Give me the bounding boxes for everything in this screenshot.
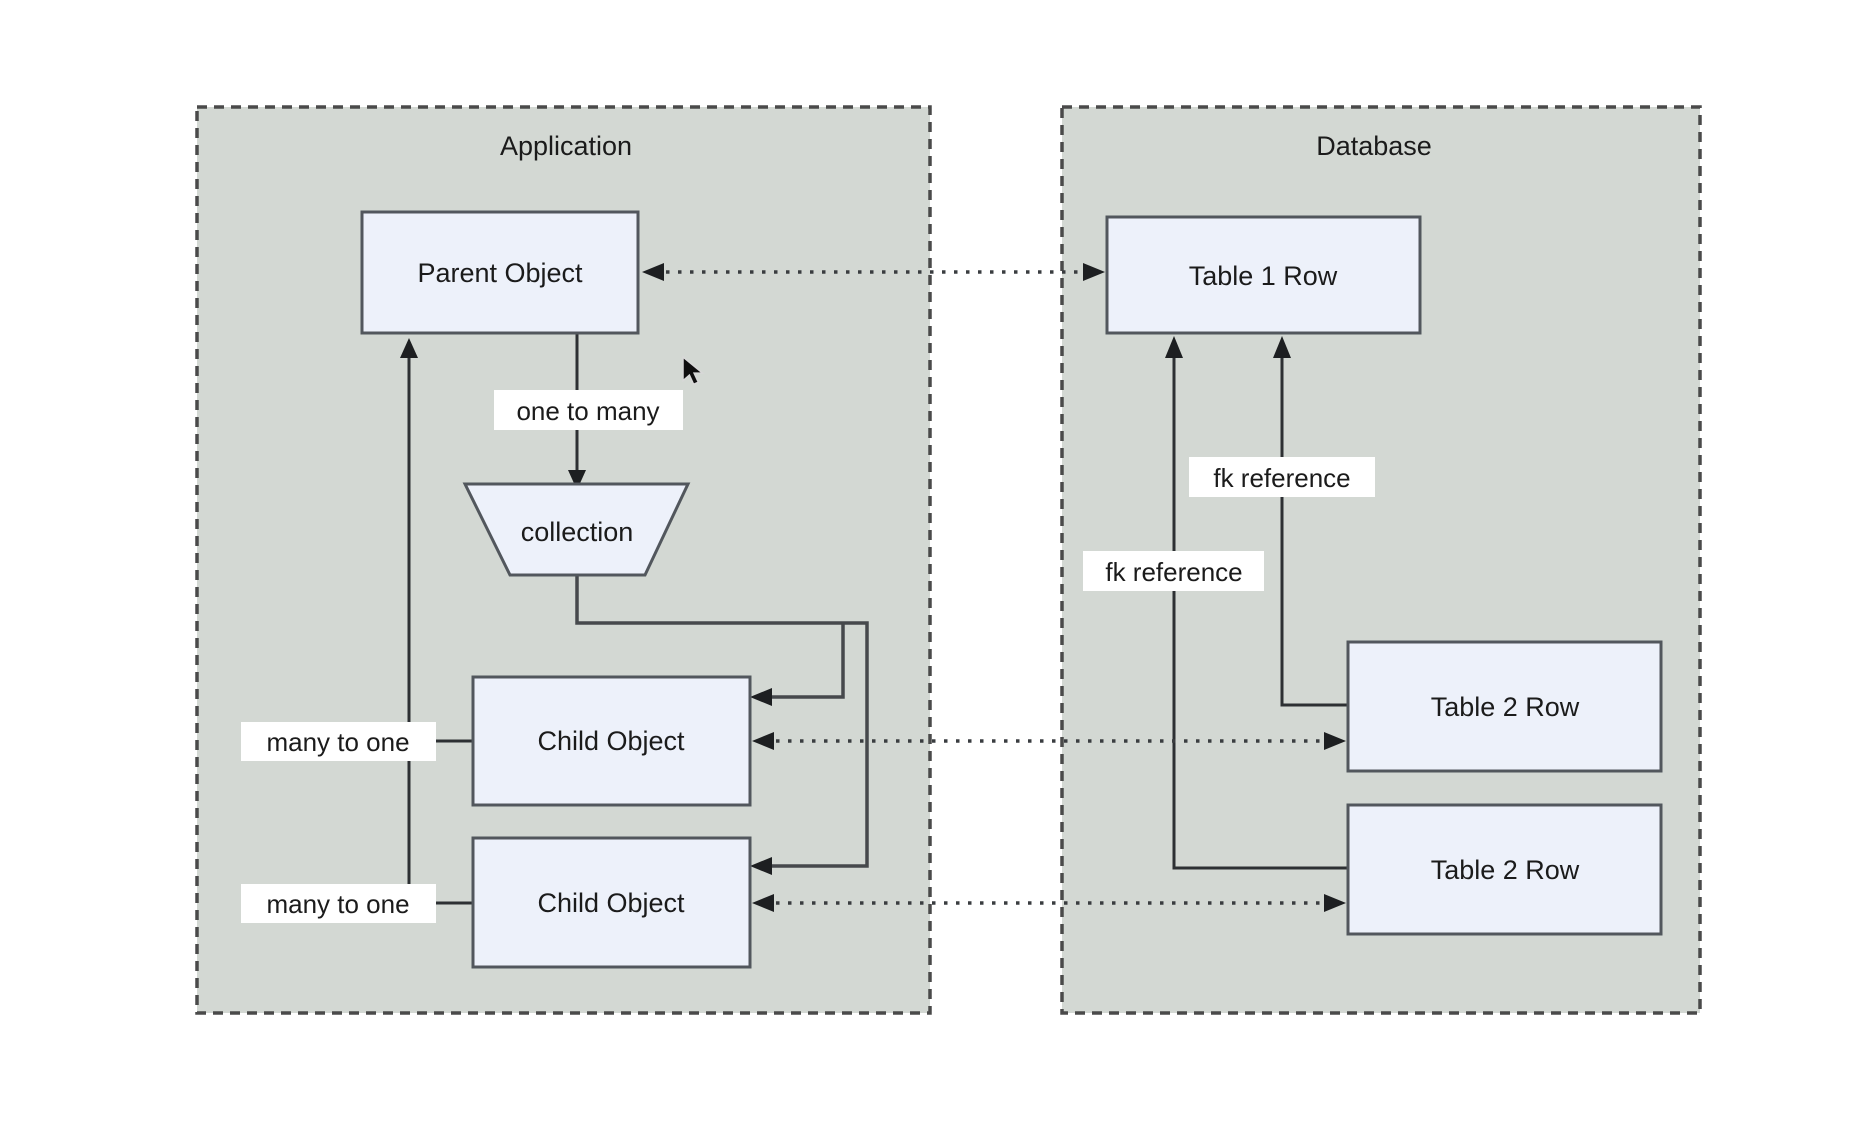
edge-fk-left — [1172, 354, 1348, 870]
arrowhead-right-table2row1 — [1324, 732, 1346, 750]
arrowhead-up-parent — [400, 338, 418, 358]
fk-reference-1-label: fk reference — [1213, 463, 1350, 493]
arrowhead-left-parent — [642, 263, 664, 281]
one-to-many-label-bg — [494, 390, 683, 430]
node-table1-row: Table 1 Row — [1105, 215, 1422, 335]
many-to-one-1-label-bg — [241, 722, 436, 761]
many-to-one-2-label: many to one — [266, 889, 409, 919]
arrowhead-left-child2 — [750, 857, 772, 875]
edge-label-fk-reference-2: fk reference — [1083, 551, 1264, 591]
node-child-object-2: Child Object — [471, 836, 752, 969]
table2-row-2-box — [1346, 803, 1663, 936]
arrowhead-left-child2-dotted — [752, 894, 774, 912]
database-title: Database — [1316, 131, 1432, 161]
edge-collection-to-child1 — [764, 623, 845, 699]
arrowhead-down-collection — [568, 470, 586, 490]
child-object-1-label: Child Object — [537, 726, 685, 756]
node-table2-row-2: Table 2 Row — [1346, 803, 1663, 936]
edge-label-many-to-one-2: many to one — [241, 884, 436, 923]
arrowhead-left-child1-dotted — [752, 732, 774, 750]
table2-row-1-label: Table 2 Row — [1431, 692, 1580, 722]
parent-object-box — [360, 210, 640, 335]
collection-trapezoid — [462, 482, 691, 577]
many-to-one-2-label-bg — [241, 884, 436, 923]
node-collection: collection — [462, 482, 691, 577]
table1-row-label: Table 1 Row — [1189, 261, 1338, 291]
mouse-cursor-icon — [682, 355, 705, 386]
fk-reference-2-label-bg — [1083, 551, 1264, 591]
node-parent-object: Parent Object — [360, 210, 640, 335]
arrowhead-right-table1 — [1083, 263, 1105, 281]
arrowhead-up-fk-right — [1273, 336, 1291, 358]
fk-reference-1-label-bg — [1189, 457, 1375, 497]
edge-label-fk-reference-1: fk reference — [1189, 457, 1375, 497]
child-object-2-label: Child Object — [537, 888, 685, 918]
arrowhead-up-fk-left — [1165, 336, 1183, 358]
arrowhead-right-table2row2 — [1324, 894, 1346, 912]
parent-object-label: Parent Object — [417, 258, 583, 288]
table2-row-2-label: Table 2 Row — [1431, 855, 1580, 885]
node-child-object-1: Child Object — [471, 675, 752, 807]
fk-reference-2-label: fk reference — [1105, 557, 1242, 587]
node-table2-row-1: Table 2 Row — [1346, 640, 1663, 773]
edge-label-many-to-one-1: many to one — [241, 722, 436, 761]
edge-collection-to-child2 — [575, 575, 869, 868]
table1-row-box — [1105, 215, 1422, 335]
application-title: Application — [500, 131, 632, 161]
collection-label: collection — [521, 517, 634, 547]
child-object-2-box — [471, 836, 752, 969]
arrowhead-left-child1 — [750, 688, 772, 706]
child-object-1-box — [471, 675, 752, 807]
many-to-one-1-label: many to one — [266, 727, 409, 757]
edge-label-one-to-many: one to many — [494, 390, 683, 430]
table2-row-1-box — [1346, 640, 1663, 773]
one-to-many-label: one to many — [516, 396, 659, 426]
